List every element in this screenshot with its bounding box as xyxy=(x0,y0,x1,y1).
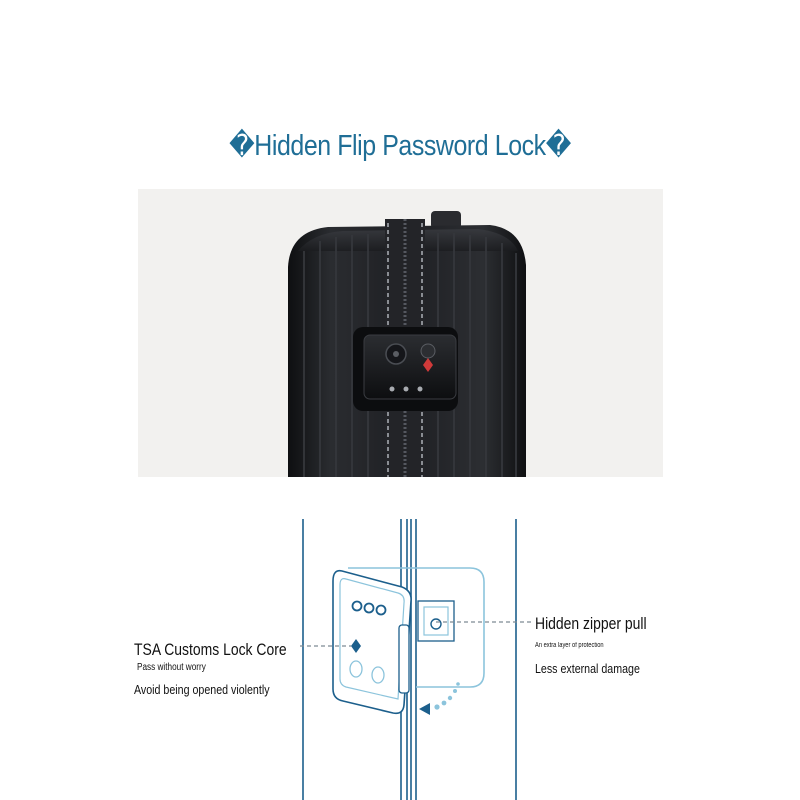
diagram-lock-base xyxy=(348,567,485,688)
diagram-key-slot-1 xyxy=(349,660,363,678)
title-close-glyph: � xyxy=(545,128,572,162)
lock-diagram xyxy=(300,519,532,800)
diagram-zipper-pull-ring xyxy=(430,618,442,630)
tsa-callout-heading: TSA Customs Lock Core xyxy=(134,640,287,659)
diagram-key-slot-2 xyxy=(371,666,385,684)
tsa-badge-ring xyxy=(420,343,436,359)
diagram-dial-1 xyxy=(351,600,363,612)
diagram-dial-2 xyxy=(363,602,375,614)
lock-dial-1 xyxy=(389,386,395,392)
title-text: Hidden Flip Password Lock xyxy=(254,130,546,162)
tsa-diamond-icon xyxy=(351,639,361,653)
tsa-callout-detail: Avoid being opened violently xyxy=(134,682,270,697)
tsa-callout-note: Pass without worry xyxy=(137,662,206,673)
zipper-callout-detail: Less external damage xyxy=(535,661,640,676)
suitcase-lock-photo xyxy=(138,189,663,477)
diagram-zipper-pull-slot xyxy=(417,600,455,642)
diagram-dial-3 xyxy=(375,604,387,616)
diagram-lock-face-inner xyxy=(339,578,405,700)
zipper-callout-note: An extra layer of protection xyxy=(535,642,604,649)
title-open-glyph: � xyxy=(229,128,255,162)
diagram-lock-hinge xyxy=(398,624,410,694)
zipper-callout-heading: Hidden zipper pull xyxy=(535,614,647,633)
lock-face xyxy=(363,334,457,400)
lock-dial-3 xyxy=(417,386,423,392)
lock-keyhole-inner xyxy=(393,351,399,357)
page-title: �Hidden Flip Password Lock� xyxy=(56,128,744,163)
dotted-curved-arrow-icon xyxy=(419,682,460,715)
top-handle xyxy=(431,211,461,229)
lock-dial-2 xyxy=(403,386,409,392)
tsa-badge-diamond xyxy=(423,358,433,372)
